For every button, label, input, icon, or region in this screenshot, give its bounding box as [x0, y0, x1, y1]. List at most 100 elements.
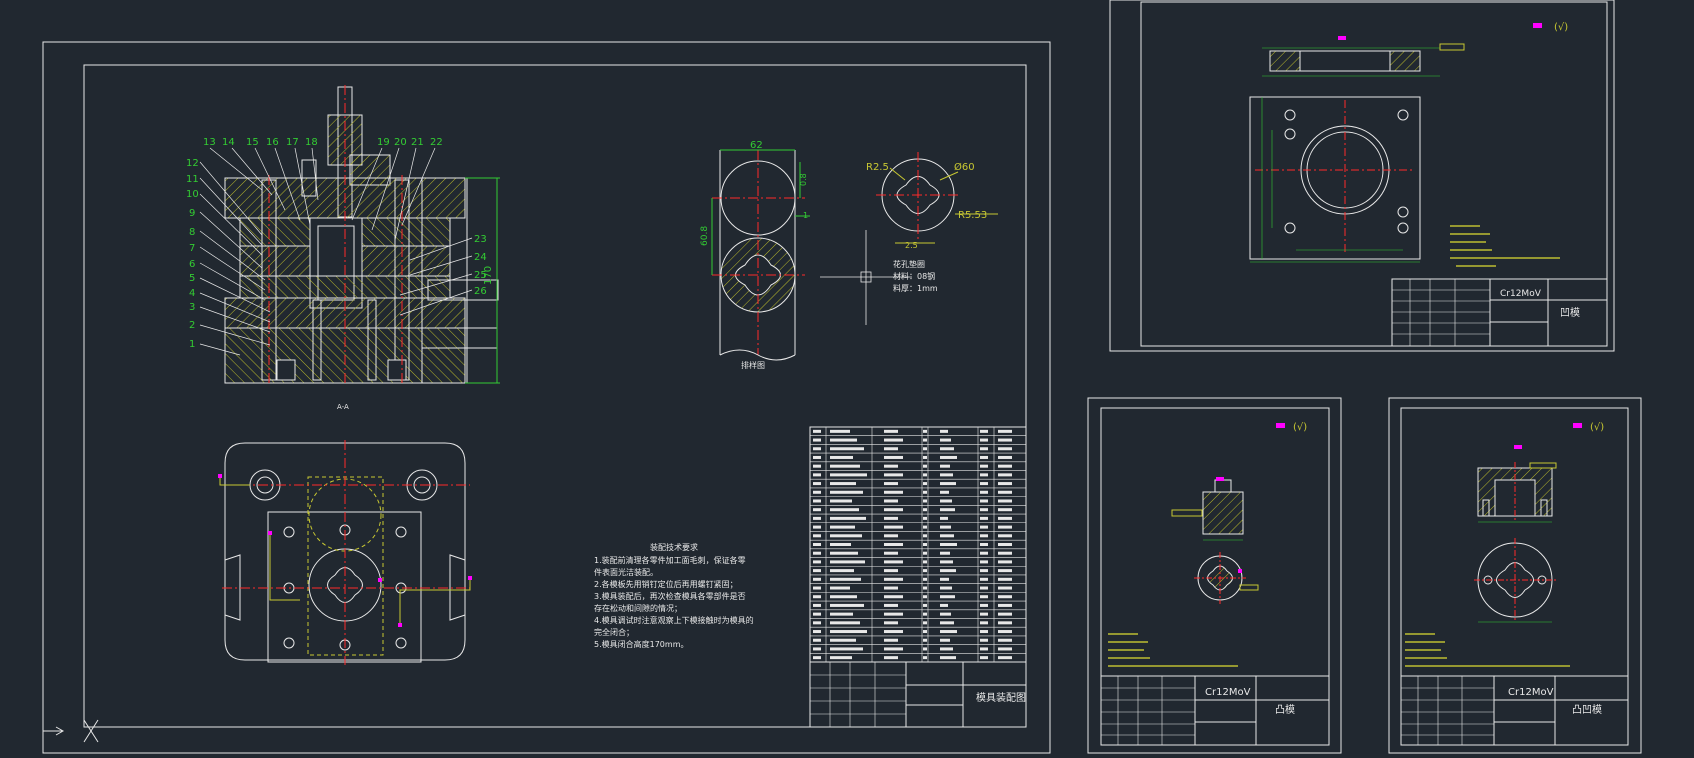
- punch-sheet-outer-border: [1087, 397, 1342, 754]
- assembly-title-block[interactable]: 模具装配图: [809, 661, 1027, 728]
- bom-cell-mark: [884, 543, 903, 546]
- cc-part-name: 凸凹模: [1572, 704, 1602, 716]
- bom-cell-mark: [813, 516, 821, 520]
- bom-cell-mark: [980, 543, 988, 546]
- bom-cell-mark: [980, 482, 988, 486]
- bom-cell-mark: [980, 630, 988, 634]
- bom-cell-mark: [884, 438, 903, 442]
- bom-cell-mark: [813, 429, 821, 433]
- die-material: Cr12MoV: [1500, 289, 1542, 299]
- part-num: 18: [305, 137, 318, 148]
- bom-cell-mark: [940, 630, 957, 634]
- bom-cell-mark: [998, 586, 1012, 590]
- bom-cell-mark: [923, 569, 927, 573]
- part-num: 14: [222, 137, 235, 148]
- bom-cell-mark: [980, 612, 988, 616]
- part-num: 2: [189, 320, 195, 331]
- bom-cell-mark: [813, 647, 821, 651]
- bom-cell-mark: [813, 560, 821, 564]
- bom-cell-mark: [998, 656, 1012, 660]
- bom-cell-mark: [998, 447, 1012, 451]
- bom-cell-mark: [998, 647, 1012, 651]
- bom-cell-mark: [940, 516, 948, 520]
- bom-cell-mark: [923, 464, 927, 468]
- washer-material: 材料：08钢: [893, 271, 935, 281]
- bom-cell-mark: [884, 490, 903, 494]
- bom-cell-mark: [998, 464, 1012, 468]
- bom-cell-mark: [923, 551, 927, 555]
- die-part-sheet[interactable]: (√) Cr12MoV 凹模: [1109, 0, 1615, 352]
- die-sheet-inner-border: [1140, 1, 1608, 347]
- main-assembly-sheet[interactable]: 170 A-A 13 14 15 16 17 18 19 20 21 22 12…: [42, 41, 1051, 754]
- bom-cell-mark: [923, 455, 927, 459]
- assembly-section-view[interactable]: 170 A-A: [224, 85, 500, 411]
- punch-part-sheet[interactable]: (√) Cr12MoV 凸模: [1087, 397, 1342, 754]
- bom-cell-mark: [980, 516, 988, 520]
- washer-radius-large: R5.53: [958, 210, 987, 221]
- bom-cell-mark: [940, 577, 949, 581]
- bom-cell-mark: [813, 534, 821, 538]
- bom-cell-mark: [813, 630, 821, 634]
- bom-cell-mark: [940, 473, 953, 477]
- bom-cell-mark: [830, 490, 863, 494]
- bom-cell-mark: [830, 525, 855, 529]
- parts-list-table[interactable]: [809, 426, 1027, 663]
- part-num: 20: [394, 137, 407, 148]
- bom-cell-mark: [940, 534, 954, 538]
- bom-cell-mark: [884, 429, 898, 433]
- bom-cell-mark: [884, 516, 898, 520]
- bom-cell-mark: [980, 464, 988, 468]
- bom-cell-mark: [884, 551, 898, 555]
- bom-cell-mark: [923, 630, 927, 634]
- bom-cell-mark: [998, 612, 1012, 616]
- bom-cell-mark: [884, 577, 903, 581]
- bom-cell-mark: [830, 455, 853, 459]
- bom-cell-mark: [980, 577, 988, 581]
- bom-cell-mark: [923, 508, 927, 512]
- part-num: 16: [266, 137, 279, 148]
- convex-concave-part-sheet[interactable]: (√) Cr12MoV 凸凹模: [1388, 397, 1642, 754]
- bom-cell-mark: [998, 473, 1012, 477]
- bom-cell-mark: [923, 621, 927, 625]
- tech-req-line: 2.各模板先用销钉定位后再用螺钉紧固；: [594, 579, 738, 589]
- part-num: 23: [474, 234, 487, 245]
- tech-req-line: 存在松动和间隙的情况；: [594, 603, 682, 613]
- bom-cell-mark: [923, 656, 927, 660]
- bom-cell-mark: [923, 638, 927, 642]
- washer-part-view[interactable]: R2.5 Ø60 R5.53 2.5: [866, 152, 998, 250]
- part-number-callouts: 13 14 15 16 17 18 19 20 21 22 12 11 10 9…: [186, 137, 487, 350]
- bom-cell-mark: [830, 516, 866, 520]
- bom-cell-mark: [998, 429, 1012, 433]
- bom-cell-mark: [830, 464, 860, 468]
- crosshair-cursor: [820, 230, 912, 325]
- die-sheet-outer-border: [1109, 0, 1615, 352]
- bom-cell-mark: [923, 560, 927, 564]
- bom-cell-mark: [923, 577, 927, 581]
- bom-cell-mark: [923, 586, 927, 590]
- bom-cell-mark: [830, 508, 859, 512]
- strip-layout-view[interactable]: 62 60.8 0.8 1 排样图: [700, 140, 810, 370]
- part-num: 7: [189, 243, 195, 254]
- strip-width-dim: 62: [750, 140, 763, 151]
- bom-cell-mark: [998, 508, 1012, 512]
- die-part-name: 凹模: [1560, 307, 1580, 319]
- tech-req-line: 5.模具闭合高度170mm。: [594, 639, 689, 649]
- washer-bottom-dim: 2.5: [905, 241, 918, 250]
- bom-cell-mark: [998, 630, 1012, 634]
- assembly-tech-requirements: 装配技术要求 1.装配前清理各零件加工面毛刺，保证各零 件表面光洁装配。 2.各…: [594, 542, 754, 649]
- bom-cell-mark: [830, 630, 867, 634]
- bom-cell-mark: [940, 621, 954, 625]
- bom-cell-mark: [998, 595, 1012, 599]
- bom-cell-mark: [940, 482, 956, 486]
- part-num: 19: [377, 137, 390, 148]
- part-num: 5: [189, 273, 195, 284]
- bom-cell-mark: [923, 499, 927, 503]
- bom-cell-mark: [813, 499, 821, 503]
- assembly-plan-view[interactable]: [218, 440, 472, 665]
- bom-cell-mark: [830, 612, 853, 616]
- bom-cell-mark: [813, 464, 821, 468]
- bom-cell-mark: [813, 621, 821, 625]
- bom-cell-mark: [998, 438, 1012, 442]
- bom-cell-mark: [830, 595, 857, 599]
